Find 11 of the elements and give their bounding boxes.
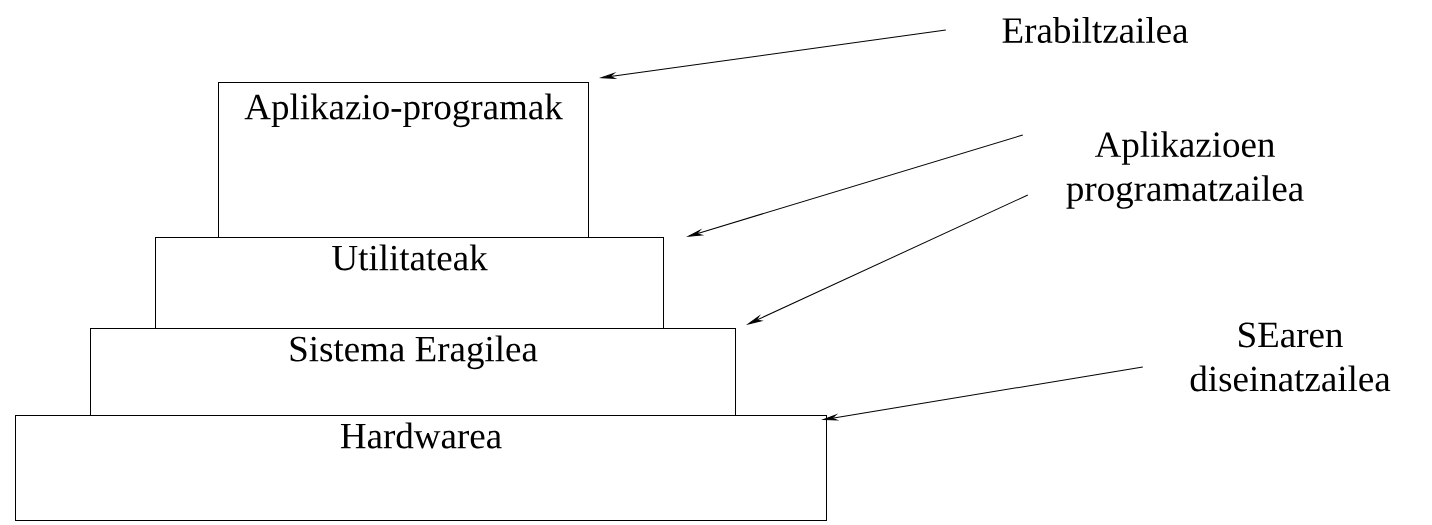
role-label: Erabiltzailea — [1002, 17, 1189, 43]
layer-box: Hardwarea — [15, 415, 827, 521]
arrow — [688, 134, 1024, 237]
layer-box: Utilitateak — [155, 237, 664, 329]
arrow — [747, 194, 1029, 325]
arrow — [823, 366, 1144, 421]
arrow — [601, 29, 947, 79]
layer-box: Aplikazio-programak — [218, 82, 589, 238]
role-label: Aplikazioen programatzailea — [1066, 131, 1304, 209]
layer-box: Sistema Eragilea — [90, 328, 736, 416]
role-label: SEaren diseinatzailea — [1190, 322, 1391, 392]
